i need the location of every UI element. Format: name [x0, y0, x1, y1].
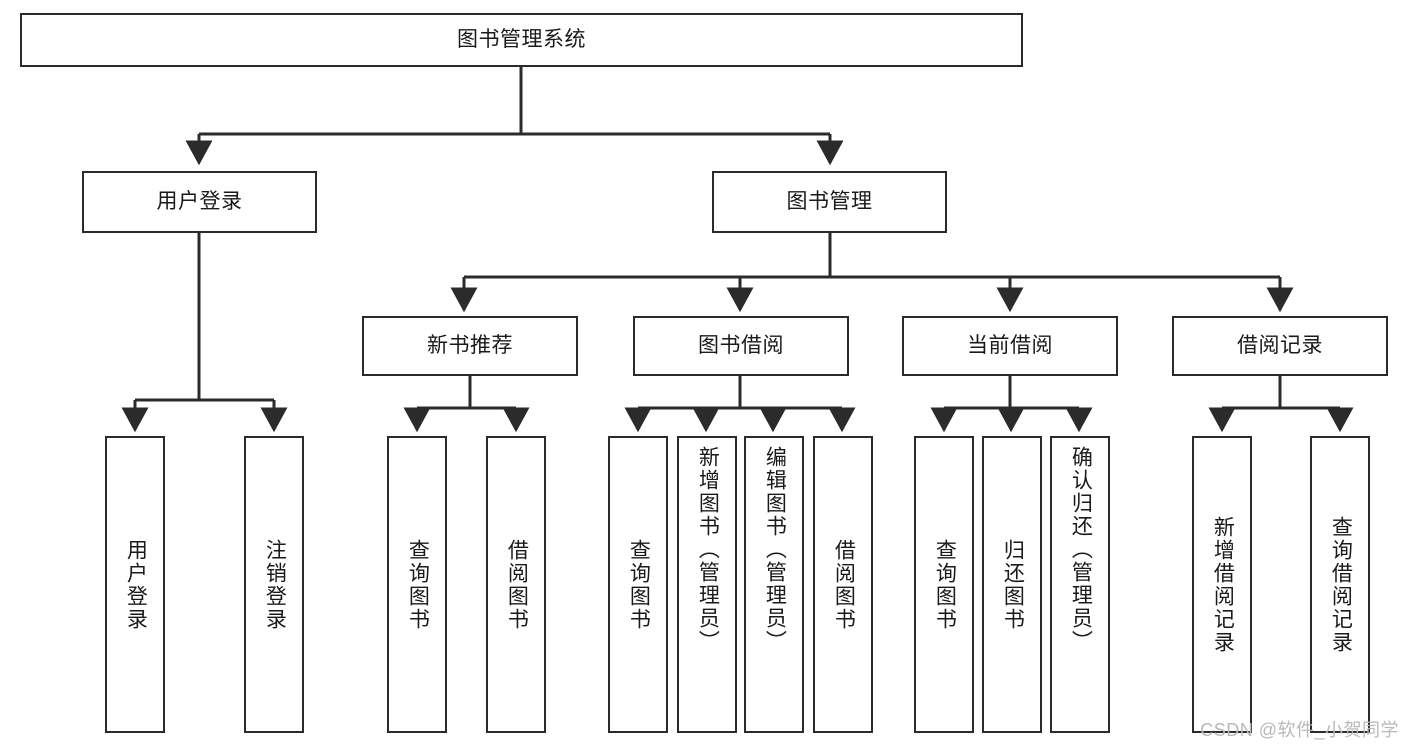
leaf-new-book-borrow[interactable]: 借阅图书: [486, 436, 546, 733]
leaf-borrow-query-book-label: 查询图书: [627, 538, 651, 631]
leaf-new-book-query[interactable]: 查询图书: [387, 436, 447, 733]
leaf-borrow-add-book[interactable]: 新增图书（管理员）: [677, 436, 737, 733]
leaf-borrow-edit-book-label: 编辑图书（管理员）: [763, 446, 787, 653]
watermark: CSDN @软件_小贺同学: [1200, 720, 1399, 740]
leaf-current-return-book[interactable]: 归还图书: [982, 436, 1042, 733]
node-current-borrow[interactable]: 当前借阅: [902, 316, 1118, 376]
node-book-management-label: 图书管理: [786, 189, 873, 213]
node-root[interactable]: 图书管理系统: [20, 13, 1023, 67]
leaf-borrow-query-book[interactable]: 查询图书: [608, 436, 668, 733]
leaf-record-query[interactable]: 查询借阅记录: [1310, 436, 1370, 733]
leaf-new-book-borrow-label: 借阅图书: [505, 538, 529, 631]
leaf-new-book-query-label: 查询图书: [406, 538, 430, 631]
leaf-borrow-borrow-book-label: 借阅图书: [832, 538, 856, 631]
leaf-current-query-book-label: 查询图书: [933, 538, 957, 631]
leaf-user-login-logout[interactable]: 注销登录: [244, 436, 304, 733]
leaf-record-add-label: 新增借阅记录: [1211, 515, 1235, 654]
leaf-borrow-edit-book[interactable]: 编辑图书（管理员）: [744, 436, 804, 733]
leaf-record-query-label: 查询借阅记录: [1329, 515, 1353, 654]
leaf-user-login-login[interactable]: 用户登录: [105, 436, 165, 733]
node-book-management[interactable]: 图书管理: [712, 171, 947, 233]
node-new-book-recommend-label: 新书推荐: [427, 333, 513, 357]
node-borrow-record-label: 借阅记录: [1237, 333, 1323, 357]
node-book-borrow-label: 图书借阅: [698, 333, 784, 357]
node-user-login-label: 用户登录: [156, 189, 243, 213]
node-book-borrow[interactable]: 图书借阅: [633, 316, 849, 376]
leaf-borrow-add-book-label: 新增图书（管理员）: [696, 446, 720, 653]
leaf-current-return-book-label: 归还图书: [1001, 538, 1025, 631]
leaf-current-confirm-return-label: 确认归还（管理员）: [1069, 446, 1093, 653]
node-borrow-record[interactable]: 借阅记录: [1172, 316, 1388, 376]
leaf-current-confirm-return[interactable]: 确认归还（管理员）: [1050, 436, 1110, 733]
leaf-user-login-logout-label: 注销登录: [263, 538, 287, 631]
leaf-user-login-login-label: 用户登录: [124, 538, 148, 631]
node-user-login[interactable]: 用户登录: [82, 171, 317, 233]
leaf-record-add[interactable]: 新增借阅记录: [1192, 436, 1252, 733]
node-new-book-recommend[interactable]: 新书推荐: [362, 316, 578, 376]
node-root-label: 图书管理系统: [457, 27, 586, 51]
leaf-borrow-borrow-book[interactable]: 借阅图书: [813, 436, 873, 733]
node-current-borrow-label: 当前借阅: [967, 333, 1053, 357]
leaf-current-query-book[interactable]: 查询图书: [914, 436, 974, 733]
